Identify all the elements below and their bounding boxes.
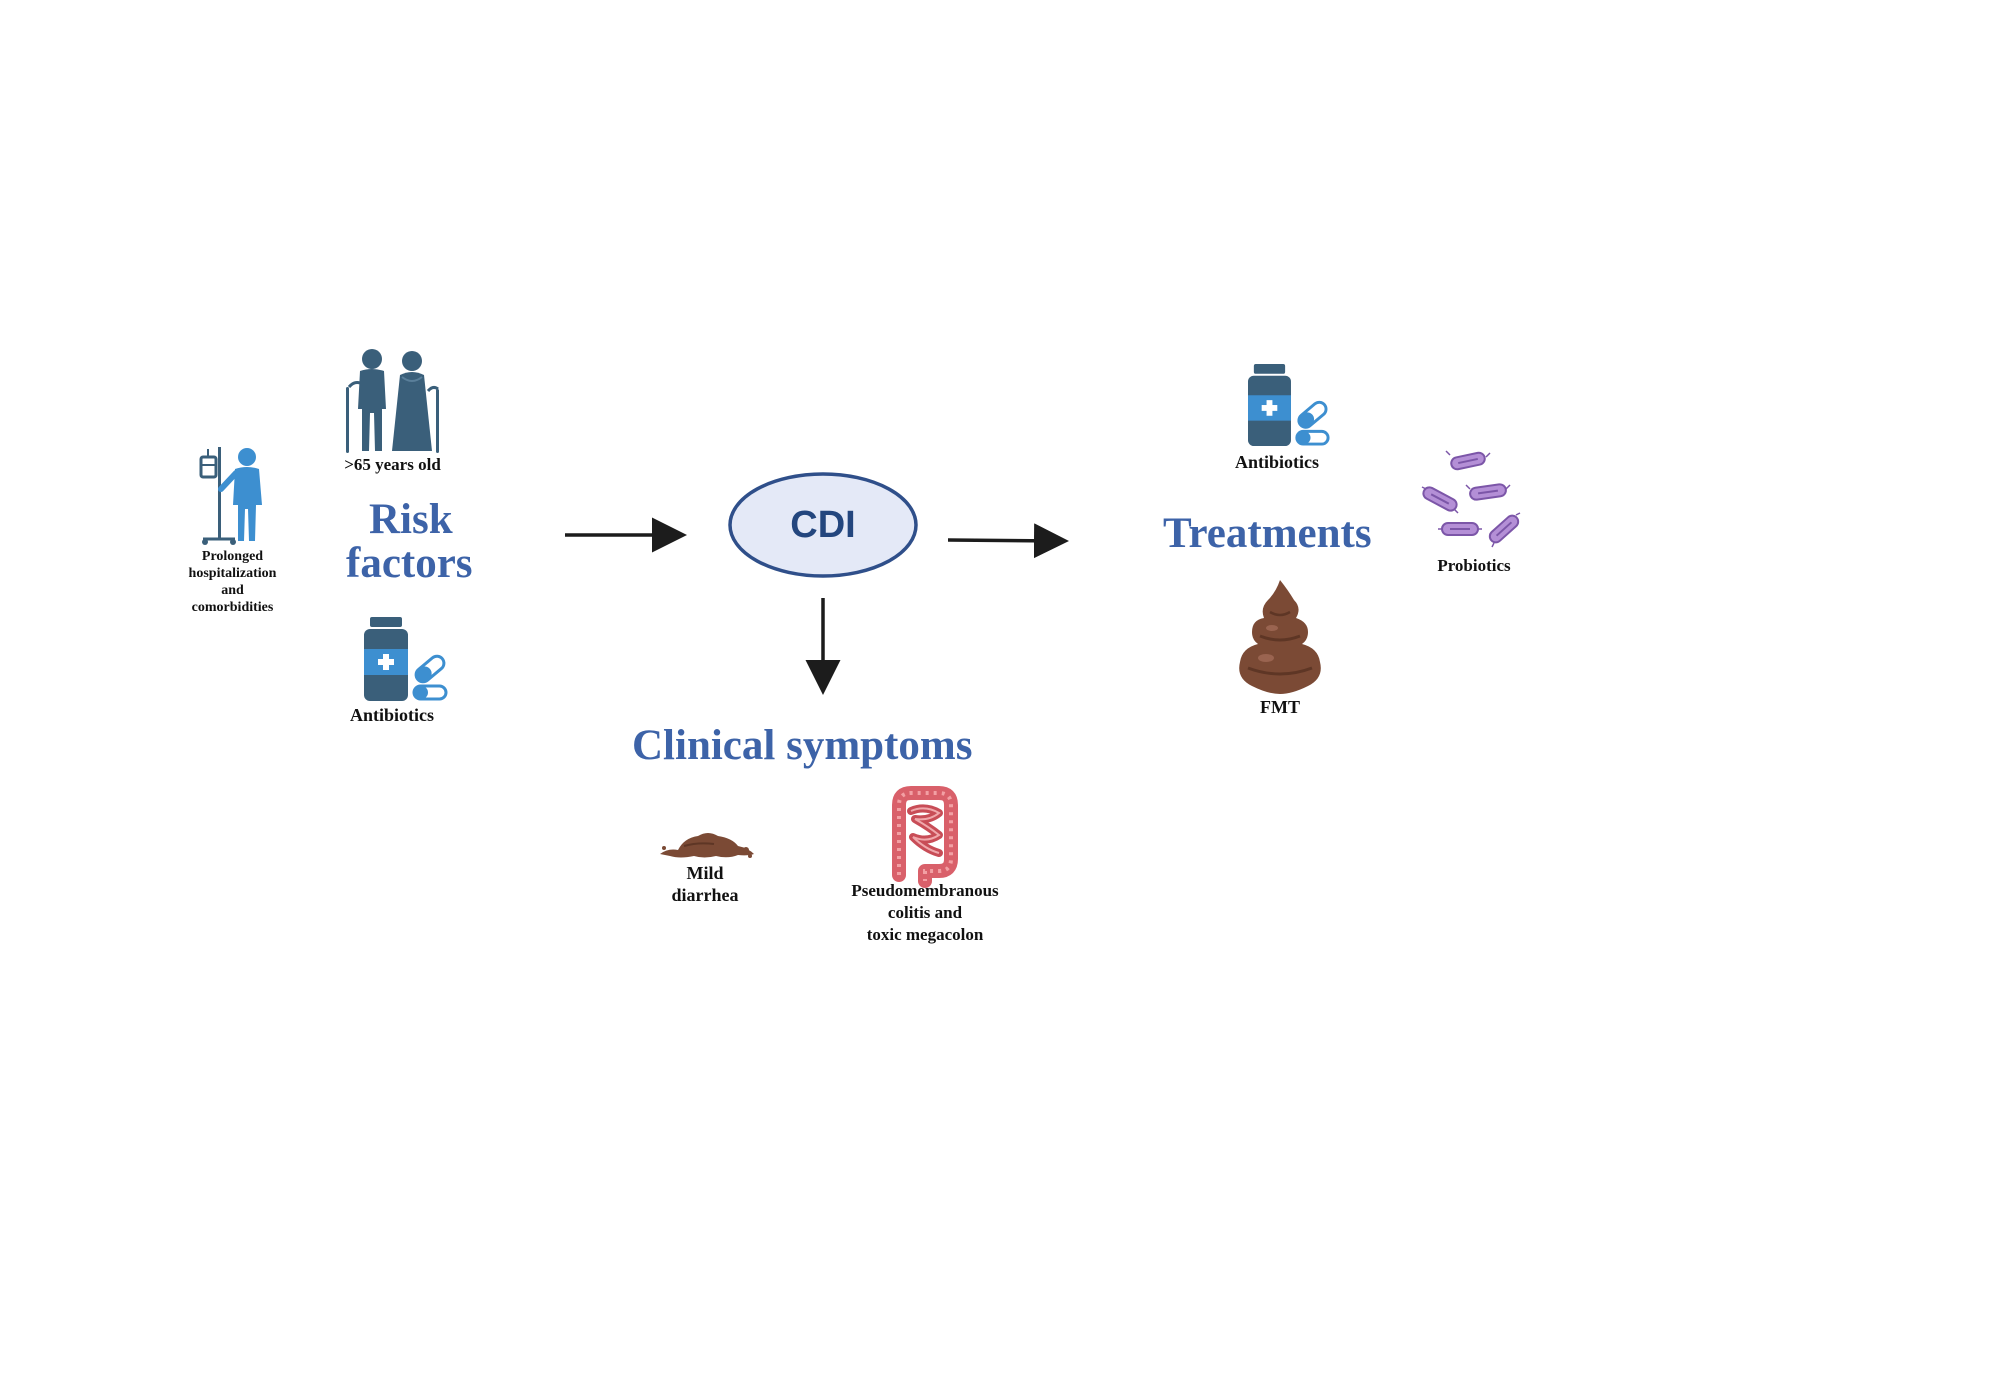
risk-factors-title-line1: Risk: [369, 496, 453, 543]
colon-icon: [892, 786, 958, 888]
probiotics-label: Probiotics: [1437, 556, 1511, 575]
diarrhea-label: Mild diarrhea: [655, 862, 755, 906]
colitis-label-line2: colitis and: [887, 903, 963, 922]
fmt-label: FMT: [1260, 697, 1300, 717]
arrow-cdi-to-treatments: [947, 523, 1069, 559]
bacteria-icon: [1421, 450, 1521, 548]
age-label: >65 years old: [344, 455, 441, 474]
hospitalization-label-line1: Prolonged: [201, 549, 264, 564]
risk-antibiotics-label: Antibiotics: [349, 705, 434, 725]
colitis-label-line1: Pseudomembranous: [851, 881, 999, 900]
hospitalization-label-line4: comorbidities: [191, 600, 274, 615]
medicine-bottle-icon: [364, 617, 448, 701]
medicine-bottle-icon: [1248, 364, 1330, 447]
elderly-couple-icon: [346, 349, 439, 453]
risk-factors-title: Risk factors: [346, 496, 473, 586]
clinical-symptoms-title: Clinical symptoms: [632, 722, 973, 769]
hospitalization-label: Prolonged hospitalization and comorbidit…: [170, 548, 295, 616]
iv-patient-icon: [199, 447, 262, 545]
treatment-antibiotics-label: Antibiotics: [1234, 452, 1319, 472]
cdi-label: CDI: [790, 504, 855, 546]
cdi-ellipse: [728, 472, 918, 578]
treatments-title: Treatments: [1163, 510, 1372, 557]
hospitalization-label-line3: and: [221, 583, 244, 598]
colitis-label-line3: toxic megacolon: [866, 925, 984, 944]
colitis-label: Pseudomembranous colitis and toxic megac…: [835, 880, 1015, 946]
diarrhea-label-line2: diarrhea: [671, 885, 739, 905]
stool-icon: [1239, 580, 1321, 694]
risk-factors-title-line2: factors: [346, 540, 473, 587]
diarrhea-label-line1: Mild: [686, 863, 724, 883]
diarrhea-stool-icon: [660, 833, 754, 858]
hospitalization-label-line2: hospitalization: [188, 566, 277, 581]
